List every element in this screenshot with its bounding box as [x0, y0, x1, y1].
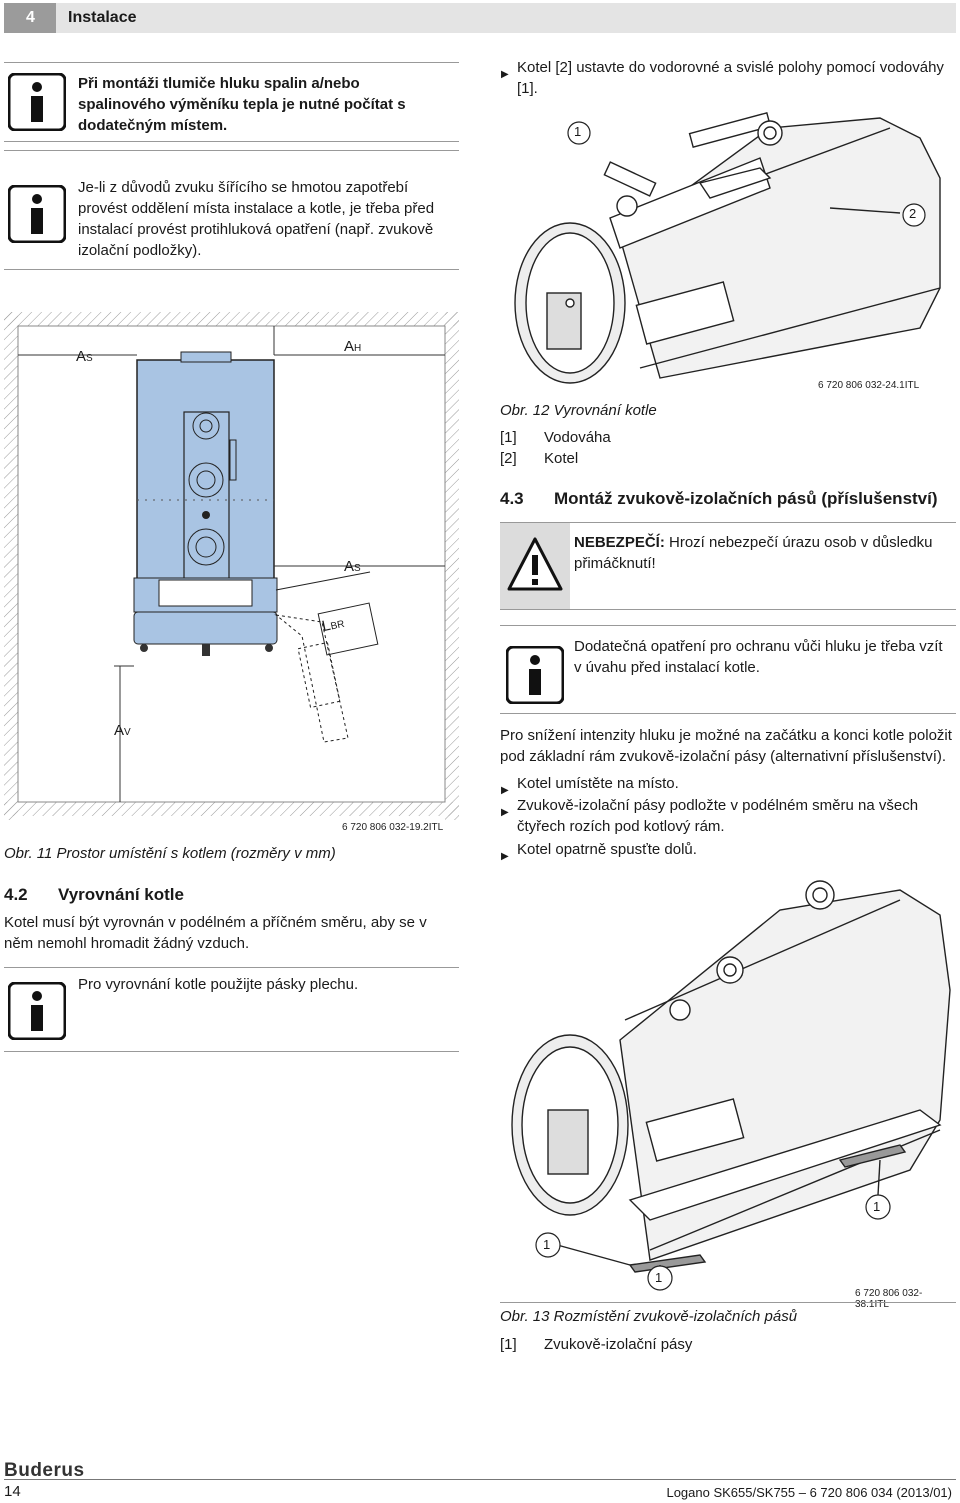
figure-13: 1 1 1 6 720 806 032-38.1ITL [500, 870, 956, 1310]
section-4-2-number: 4.2 [4, 885, 28, 904]
sound-insulation-strips-drawing [511, 880, 951, 1291]
figure-11-caption: Obr. 11 Prostor umístění s kotlem (rozmě… [4, 845, 336, 862]
section-4-3-number: 4.3 [500, 489, 524, 508]
step-level-boiler: Kotel [2] ustavte do vodorovné a svislé … [517, 59, 944, 97]
info-icon [506, 646, 564, 704]
info-note-3: Pro vyrovnání kotle použijte pásky plech… [4, 967, 459, 1052]
info-note-2: Je-li z důvodů zvuku šířícího se hmotou … [4, 150, 459, 270]
figure-13-code: 6 720 806 032-38.1ITL [855, 1288, 923, 1310]
section-4-2-body: Kotel musí být vyrovnán v podélném a pří… [4, 914, 427, 952]
dim-av: AV [114, 722, 131, 739]
note-1-text: Při montáži tlumiče hluku spalin a/nebo … [78, 75, 406, 134]
section-4-3-body: Pro snížení intenzity hluku je možné na … [500, 727, 952, 765]
chapter-number: 4 [4, 3, 56, 33]
figure-13-callout-b: 1 [655, 1270, 663, 1285]
figure-12-callout-1: 1 [574, 124, 582, 139]
document-reference: Logano SK655/SK755 – 6 720 806 034 (2013… [666, 1485, 952, 1500]
boiler-leveling-drawing [514, 112, 941, 384]
info-icon [8, 185, 66, 243]
dim-as-top: AS [76, 348, 93, 365]
section-4-3-title: Montáž zvukově-izolačních pásů (přísluše… [554, 489, 938, 508]
step-1: Kotel umístěte na místo. [517, 775, 679, 792]
danger-note: NEBEZPEČÍ: Hrozí nebezpečí úrazu osob v … [500, 522, 956, 610]
chapter-title: Instalace [56, 3, 956, 33]
step-3: Kotel opatrně spusťte dolů. [517, 841, 697, 858]
figure-13-callout-c: 1 [873, 1199, 881, 1214]
figure-13-legend-1: [1]Zvukově-izolační pásy [500, 1336, 693, 1353]
figure-12: 1 2 6 720 806 032-24.1ITL [500, 88, 956, 391]
note-4-text: Dodatečná opatření pro ochranu vůči hluk… [574, 638, 943, 676]
note-3-text: Pro vyrovnání kotle použijte pásky plech… [78, 976, 359, 993]
page-number: 14 [4, 1483, 21, 1500]
figure-12-callout-2: 2 [909, 206, 917, 221]
dim-as-mid: AS [344, 558, 361, 575]
installation-space-drawing [4, 312, 459, 820]
figure-12-legend-2: [2]Kotel [500, 450, 579, 467]
info-icon [8, 982, 66, 1040]
figure-11-code: 6 720 806 032-19.2ITL [342, 822, 444, 833]
info-icon [8, 73, 66, 131]
figure-12-caption: Obr. 12 Vyrovnání kotle [500, 402, 657, 419]
figure-12-code: 6 720 806 032-24.1ITL [818, 380, 920, 391]
brand-logo: Buderus [4, 1460, 85, 1481]
info-note-1: Při montáži tlumiče hluku spalin a/nebo … [4, 62, 459, 142]
danger-text: NEBEZPEČÍ: Hrozí nebezpečí úrazu osob v … [574, 534, 933, 572]
figure-13-callout-a: 1 [543, 1237, 551, 1252]
info-note-4: Dodatečná opatření pro ochranu vůči hluk… [500, 625, 956, 714]
dim-ah: AH [344, 338, 362, 355]
warning-icon [507, 537, 563, 591]
section-4-2-title: Vyrovnání kotle [58, 885, 184, 904]
note-2-text: Je-li z důvodů zvuku šířícího se hmotou … [78, 179, 435, 259]
figure-12-legend-1: [1]Vodováha [500, 429, 611, 446]
figure-11: AS AH AS LBR AV 6 720 806 032-19.2ITL [4, 290, 459, 845]
step-2: Zvukově-izolační pásy podložte v podélné… [517, 797, 919, 835]
figure-13-caption: Obr. 13 Rozmístění zvukově-izolačních pá… [500, 1308, 798, 1325]
